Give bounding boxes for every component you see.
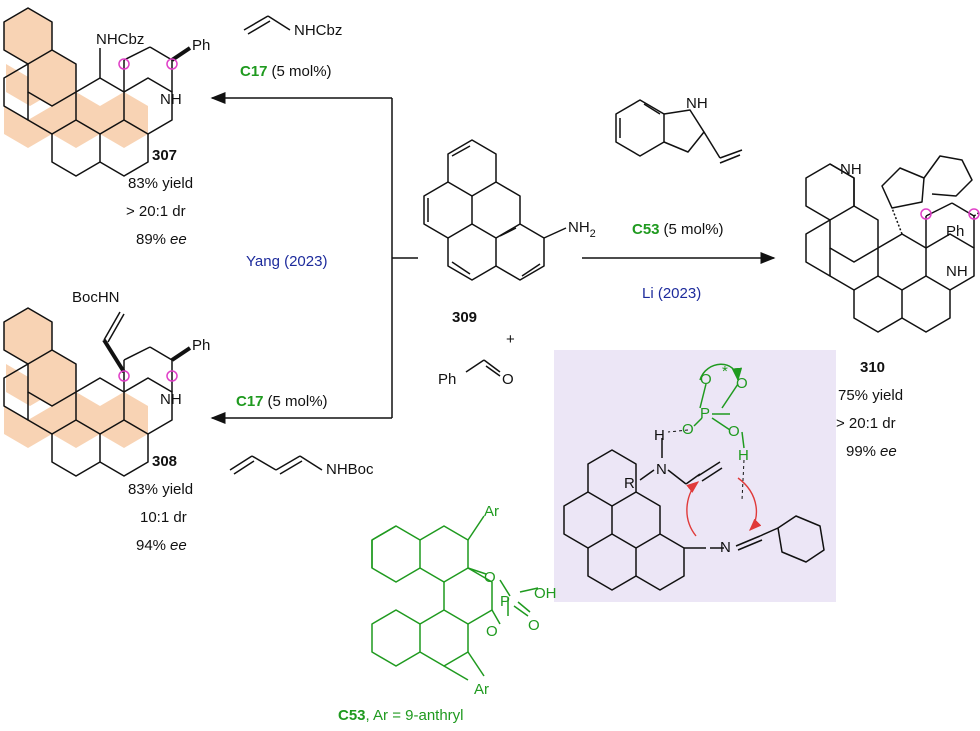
right-catalyst-id: C53 [632, 221, 660, 238]
product-308-ee: 94%ee [136, 537, 187, 554]
benzaldehyde-o-label: O [502, 371, 514, 388]
product-307-ee-unit: ee [170, 231, 187, 248]
product-307-id: 307 [152, 147, 177, 164]
c53-ar-top: Ar [484, 503, 499, 520]
plus-sign: + [506, 331, 515, 348]
product-308-ee-value: 94% [136, 537, 166, 554]
c53-o-double: O [528, 617, 540, 634]
top-catalyst-loading: (5 mol%) [272, 63, 332, 80]
indole-nh-label: NH [686, 95, 708, 112]
product-310-structure [805, 155, 980, 333]
product-307-nhcbz-label: NHCbz [96, 31, 144, 48]
bottom-condition: C17(5 mol%) [236, 393, 328, 410]
c53-caption: C53, Ar = 9-anthryl [338, 707, 464, 724]
product-307-dr: > 20:1 dr [126, 203, 186, 220]
benzaldehyde-structure [465, 359, 501, 377]
product-310-yield: 75% yield [838, 387, 903, 404]
product-308-ee-unit: ee [170, 537, 187, 554]
ts-o2: O [736, 375, 748, 392]
product-307-ee: 89%ee [136, 231, 187, 248]
c53-oh: OH [534, 585, 557, 602]
product-308-nh-label: NH [160, 391, 182, 408]
ts-h1: H [654, 427, 665, 444]
sm-nh2-label: NH2 [568, 219, 596, 240]
product-310-nh-label: NH [946, 263, 968, 280]
ts-n1: N [656, 461, 667, 478]
benzaldehyde-ph-label: Ph [438, 371, 456, 388]
right-catalyst-loading: (5 mol%) [664, 221, 724, 238]
ts-n2: N [720, 539, 731, 556]
left-bracket-arrows [210, 92, 418, 424]
product-308-structure [3, 307, 192, 477]
ts-o1: O [700, 371, 712, 388]
product-307-nh-label: NH [160, 91, 182, 108]
product-308-yield: 83% yield [128, 481, 193, 498]
product-310-ee-value: 99% [846, 443, 876, 460]
dienyl-nhboc-label: NHBoc [326, 461, 374, 478]
ts-r: R [624, 475, 635, 492]
top-catalyst-id: C17 [240, 63, 268, 80]
right-condition: C53(5 mol%) [632, 221, 724, 238]
product-310-ee: 99%ee [846, 443, 897, 460]
product-308-dr: 10:1 dr [140, 509, 187, 526]
c53-id: C53 [338, 707, 366, 724]
vinyl-nhcbz-label: NHCbz [294, 22, 342, 39]
vinyl-indole-structure [615, 99, 743, 164]
product-310-nh-indole-label: NH [840, 161, 862, 178]
product-308-bochn-label: BocHN [72, 289, 120, 306]
product-307-ph-label: Ph [192, 37, 210, 54]
c53-caption-text: , Ar = 9-anthryl [366, 707, 464, 724]
catalyst-c53-structure [371, 515, 539, 681]
product-310-ee-unit: ee [880, 443, 897, 460]
right-reference: Li (2023) [642, 285, 701, 302]
product-307-ee-value: 89% [136, 231, 166, 248]
c53-ar-bottom: Ar [474, 681, 489, 698]
transition-state-box [554, 350, 836, 602]
left-reference: Yang (2023) [246, 253, 327, 270]
product-310-id: 310 [860, 359, 885, 376]
transition-state-structure [563, 363, 825, 591]
sm-subscript: 2 [590, 228, 596, 240]
ts-p: P [700, 405, 710, 422]
starting-material-id: 309 [452, 309, 477, 326]
product-308-ph-label: Ph [192, 337, 210, 354]
bottom-catalyst-loading: (5 mol%) [268, 393, 328, 410]
product-307-structure [3, 7, 192, 177]
benzo-phenanthrene-amine-structure [423, 139, 567, 281]
ts-o4: O [728, 423, 740, 440]
product-308-id: 308 [152, 453, 177, 470]
ts-h2: H [738, 447, 749, 464]
c53-p: P [500, 593, 510, 610]
product-307-yield: 83% yield [128, 175, 193, 192]
top-condition: C17(5 mol%) [240, 63, 332, 80]
sm-nh-text: NH [568, 219, 590, 236]
ts-chiral-star: * [722, 363, 728, 380]
dienyl-carbamate-structure [229, 455, 323, 475]
ts-o3: O [682, 421, 694, 438]
product-310-ph-label: Ph [946, 223, 964, 240]
bottom-catalyst-id: C17 [236, 393, 264, 410]
product-310-dr: > 20:1 dr [836, 415, 896, 432]
c53-o-bottom: O [486, 623, 498, 640]
vinyl-carbamate-structure [243, 15, 291, 35]
c53-o-top: O [484, 569, 496, 586]
